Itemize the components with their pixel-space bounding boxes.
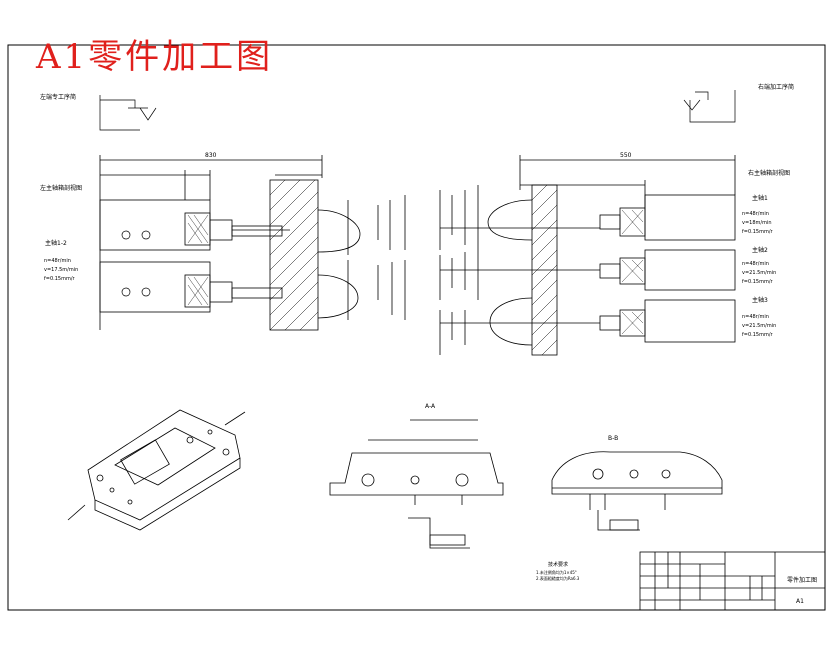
- tech-req-2: 2.表面粗糙度均为Ra6.3: [536, 575, 580, 581]
- right-param-3-v: v=21.5m/min: [742, 323, 776, 329]
- section-aa-label: A-A: [425, 403, 436, 410]
- right-chuck-knurl: [621, 209, 644, 335]
- right-spindle-1: 主轴1: [752, 194, 768, 202]
- left-housing-holes: [121, 230, 151, 297]
- left-param-n: n=48r/min: [44, 258, 71, 264]
- left-chuck-knurl: [187, 214, 209, 306]
- right-setup-label: 右主轴箱剖视图: [748, 169, 790, 177]
- right-param-3-f: f=0.15mm/r: [742, 332, 774, 338]
- right-operation-sketch: [683, 90, 736, 123]
- drawing-title: A1零件加工图: [36, 37, 274, 77]
- right-spindle-3: 主轴3: [752, 296, 768, 304]
- title-block-code: A1: [796, 598, 804, 605]
- right-op-note: 右端加工序简: [758, 83, 794, 91]
- left-param-v: v=17.5m/min: [44, 267, 78, 273]
- left-spindle-label: 主轴1-2: [45, 239, 67, 247]
- right-param-1-n: n=48r/min: [742, 211, 769, 217]
- left-param-f: f=0.15mm/r: [44, 276, 76, 282]
- drawing-frame: [7, 44, 826, 611]
- tech-req-1: 1.未注倒角均为1×45°: [536, 569, 577, 575]
- section-bb-label: B-B: [608, 435, 618, 442]
- right-spindle-assembly: [439, 155, 736, 356]
- right-param-2-v: v=21.5m/min: [742, 270, 776, 276]
- right-param-1-f: f=0.15mm/r: [742, 229, 774, 235]
- left-setup-label: 左主轴箱剖视图: [40, 184, 82, 192]
- left-total-dim: 830: [205, 152, 217, 159]
- left-workpiece-hatch: [269, 179, 319, 331]
- title-block: [639, 551, 826, 611]
- title-block-name: 零件加工图: [787, 576, 817, 584]
- tech-req-title: 技术要求: [548, 561, 568, 568]
- section-bb-view: [551, 451, 723, 531]
- right-workpiece-hatch: [531, 184, 558, 356]
- isometric-part-view: [67, 409, 246, 531]
- right-spindle-2: 主轴2: [752, 246, 768, 254]
- right-param-2-f: f=0.15mm/r: [742, 279, 774, 285]
- right-total-dim: 550: [620, 152, 632, 159]
- left-operation-sketch: [99, 95, 157, 131]
- left-spindle-assembly: [99, 155, 406, 331]
- left-op-note: 左端专工序简: [40, 93, 76, 101]
- right-param-2-n: n=48r/min: [742, 261, 769, 267]
- right-param-3-n: n=48r/min: [742, 314, 769, 320]
- right-param-1-v: v=18m/min: [742, 220, 772, 226]
- section-aa-view: [329, 419, 504, 549]
